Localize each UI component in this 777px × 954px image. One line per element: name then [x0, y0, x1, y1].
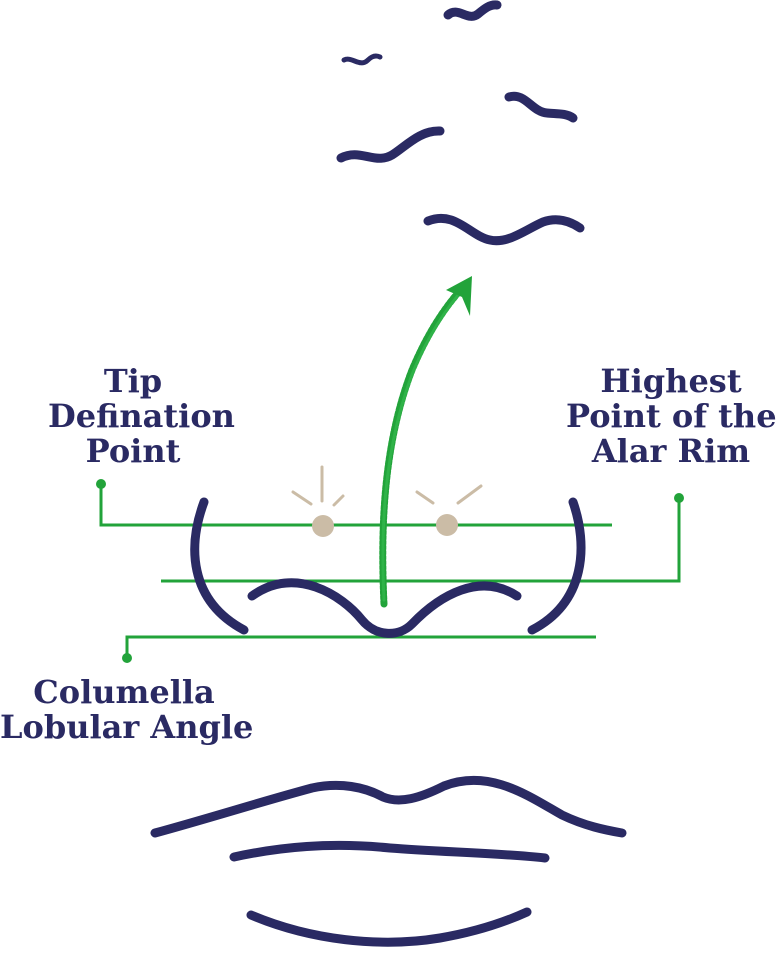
brow-wave — [423, 214, 585, 246]
lip-line — [229, 840, 550, 863]
tip-definition-line-1: Tip — [103, 362, 163, 400]
left-alar-rim — [190, 497, 249, 635]
alar-rim-line-3: Alar Rim — [591, 432, 751, 470]
tip-definition-dot — [96, 479, 106, 489]
columella-line-1: Columella — [33, 673, 215, 711]
bird-small-top — [443, 0, 502, 21]
columella-dot — [122, 653, 132, 663]
tip-highlights — [291, 465, 483, 537]
upper-lip — [150, 775, 627, 838]
nostril-wave — [247, 578, 522, 638]
columella-leader — [125, 635, 596, 658]
tip-definition-line-3: Point — [85, 432, 181, 470]
columella-line-2: Lobular Angle — [0, 708, 254, 746]
bird-left — [336, 126, 445, 163]
projection-arrow — [379, 276, 472, 608]
alar-rim-line-2: Point of the — [566, 397, 777, 435]
chin-line — [246, 907, 532, 947]
alar-rim-leader — [161, 498, 681, 583]
bird-small-left — [341, 53, 383, 66]
columella-label: Columella Lobular Angle — [0, 673, 254, 746]
alar-rim-dot — [674, 493, 684, 503]
tip-definition-label: Tip Defination Point — [48, 362, 235, 470]
tip-definition-leader — [99, 484, 612, 527]
arrow-head — [446, 276, 472, 316]
alar-rim-line-1: Highest — [600, 362, 742, 400]
alar-rim-label: Highest Point of the Alar Rim — [566, 362, 777, 470]
tip-definition-line-2: Defination — [48, 397, 235, 435]
bird-right — [504, 91, 578, 123]
right-alar-rim — [527, 497, 586, 635]
